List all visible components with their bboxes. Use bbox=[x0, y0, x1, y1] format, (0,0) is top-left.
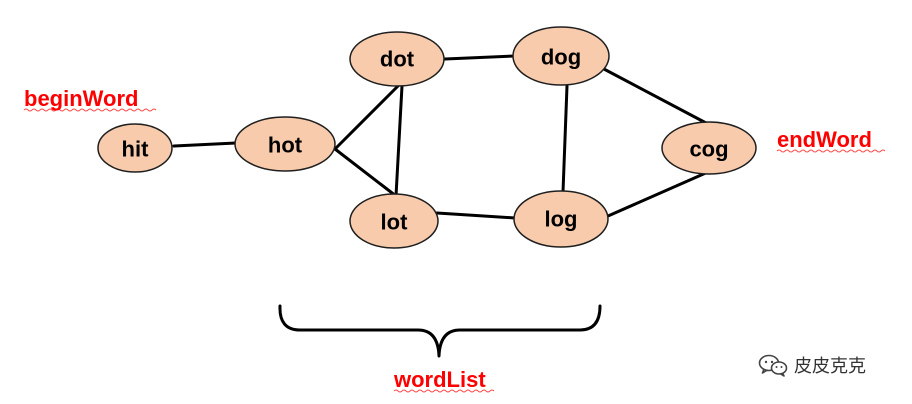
edge-dog-log bbox=[561, 84, 569, 194]
edge-dog-cog bbox=[600, 66, 710, 126]
edge-dot-dog bbox=[443, 54, 517, 61]
edge-hit-hot bbox=[172, 141, 238, 148]
node-dot: dot bbox=[349, 31, 445, 87]
node-label-hot: hot bbox=[268, 133, 303, 158]
node-label-log: log bbox=[545, 207, 578, 232]
edges-group bbox=[172, 54, 710, 220]
begin-word-label: beginWord bbox=[24, 86, 138, 111]
edge-lot-log bbox=[435, 211, 517, 220]
watermark-text: 皮皮克克 bbox=[794, 356, 866, 377]
wechat-icon bbox=[758, 354, 788, 377]
node-label-dot: dot bbox=[380, 47, 415, 72]
edge-hot-dot bbox=[333, 84, 400, 151]
node-hit: hit bbox=[97, 123, 173, 173]
node-cog: cog bbox=[661, 121, 757, 175]
end-word-underline bbox=[776, 149, 886, 153]
word-list-label: wordList bbox=[393, 367, 486, 392]
node-label-lot: lot bbox=[381, 210, 409, 235]
word-list-brace bbox=[278, 304, 602, 358]
edge-hot-lot bbox=[333, 147, 398, 198]
edge-dot-lot bbox=[394, 84, 404, 198]
end-word-label: endWord bbox=[777, 127, 872, 152]
edge-log-cog bbox=[606, 170, 710, 218]
word-list-underline bbox=[393, 389, 495, 393]
begin-word-underline bbox=[23, 108, 157, 112]
node-dog: dog bbox=[512, 26, 610, 86]
node-log: log bbox=[513, 190, 609, 248]
node-hot: hot bbox=[234, 116, 336, 172]
node-label-hit: hit bbox=[122, 137, 150, 162]
node-lot: lot bbox=[349, 193, 439, 249]
watermark: 皮皮克克 bbox=[758, 352, 866, 378]
node-label-dog: dog bbox=[541, 45, 581, 70]
node-label-cog: cog bbox=[689, 137, 728, 162]
